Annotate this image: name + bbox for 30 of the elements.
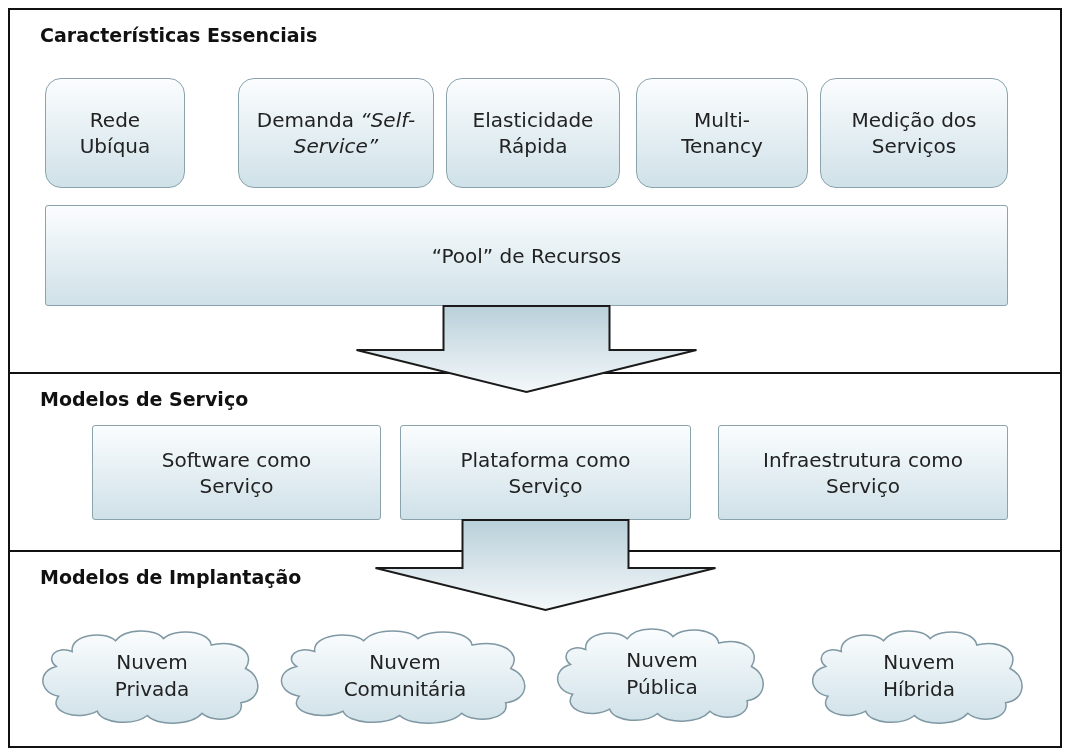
feature-box [92,425,381,520]
feature-box [820,78,1008,188]
section-heading: Modelos de Implantação [40,566,302,588]
box-label: Nuvem Privada [113,649,191,703]
section-panel [8,550,1062,748]
box-label: Plataforma como Serviço [459,446,632,499]
feature-box [446,78,620,188]
feature-box [238,78,434,188]
section-heading: Modelos de Serviço [40,388,249,410]
box-label: Elasticidade Rápida [471,107,595,159]
section-panel [8,372,1062,552]
feature-box [45,78,185,188]
feature-box [45,205,1008,306]
feature-box [718,425,1008,520]
box-label: Software como Serviço [160,446,313,499]
box-label: Infraestrutura como Serviço [762,446,964,499]
box-label: Multi-Tenancy [680,107,764,159]
section-heading: Características Essenciais [40,24,318,46]
block-arrow [355,305,698,394]
box-label: “Pool” de Recursos [431,242,622,269]
block-arrow [374,519,717,612]
box-label: Rede Ubíqua [78,107,152,159]
section-panel [8,8,1062,374]
box-label: Demanda “Self-Service” [256,107,416,159]
feature-box [400,425,691,520]
box-label: Nuvem Híbrida [882,649,956,703]
feature-box [636,78,808,188]
box-label: Nuvem Pública [625,647,699,701]
box-label: Nuvem Comunitária [342,649,468,703]
box-label: Medição dos Serviços [850,107,978,159]
